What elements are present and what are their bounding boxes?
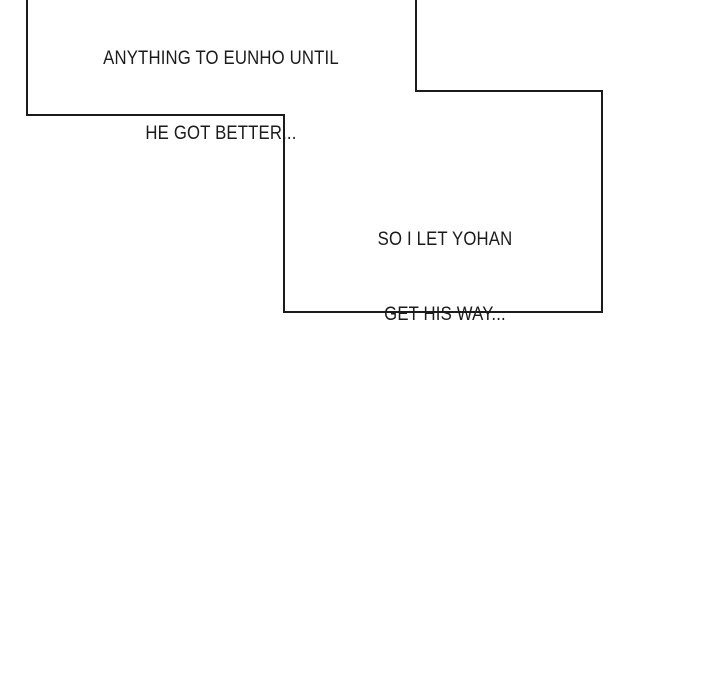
panel-lower-right-border-top <box>415 90 603 92</box>
panel-lower-right-border-right <box>601 90 603 313</box>
panel-upper-left-border-bottom <box>26 114 285 116</box>
narration-caption-upper-line-2: HE GOT BETTER... <box>145 123 297 144</box>
panel-lower-right-border-lower-left <box>283 114 285 313</box>
narration-caption-lower-line-1: SO I LET YOHAN <box>377 229 513 250</box>
narration-caption-upper-line-1: ANYTHING TO EUNHO UNTIL <box>103 48 339 69</box>
panel-upper-left-border-left <box>26 0 28 116</box>
narration-caption-lower-line-2: GET HIS WAY... <box>384 304 506 325</box>
narration-caption-lower: SO I LET YOHAN GET HIS WAY... <box>339 177 550 377</box>
narration-caption-upper: ANYTHING TO EUNHO UNTIL HE GOT BETTER... <box>80 0 362 196</box>
panel-lower-right-border-upper-left <box>415 0 417 92</box>
panel-lower-right-border-bottom <box>283 311 603 313</box>
